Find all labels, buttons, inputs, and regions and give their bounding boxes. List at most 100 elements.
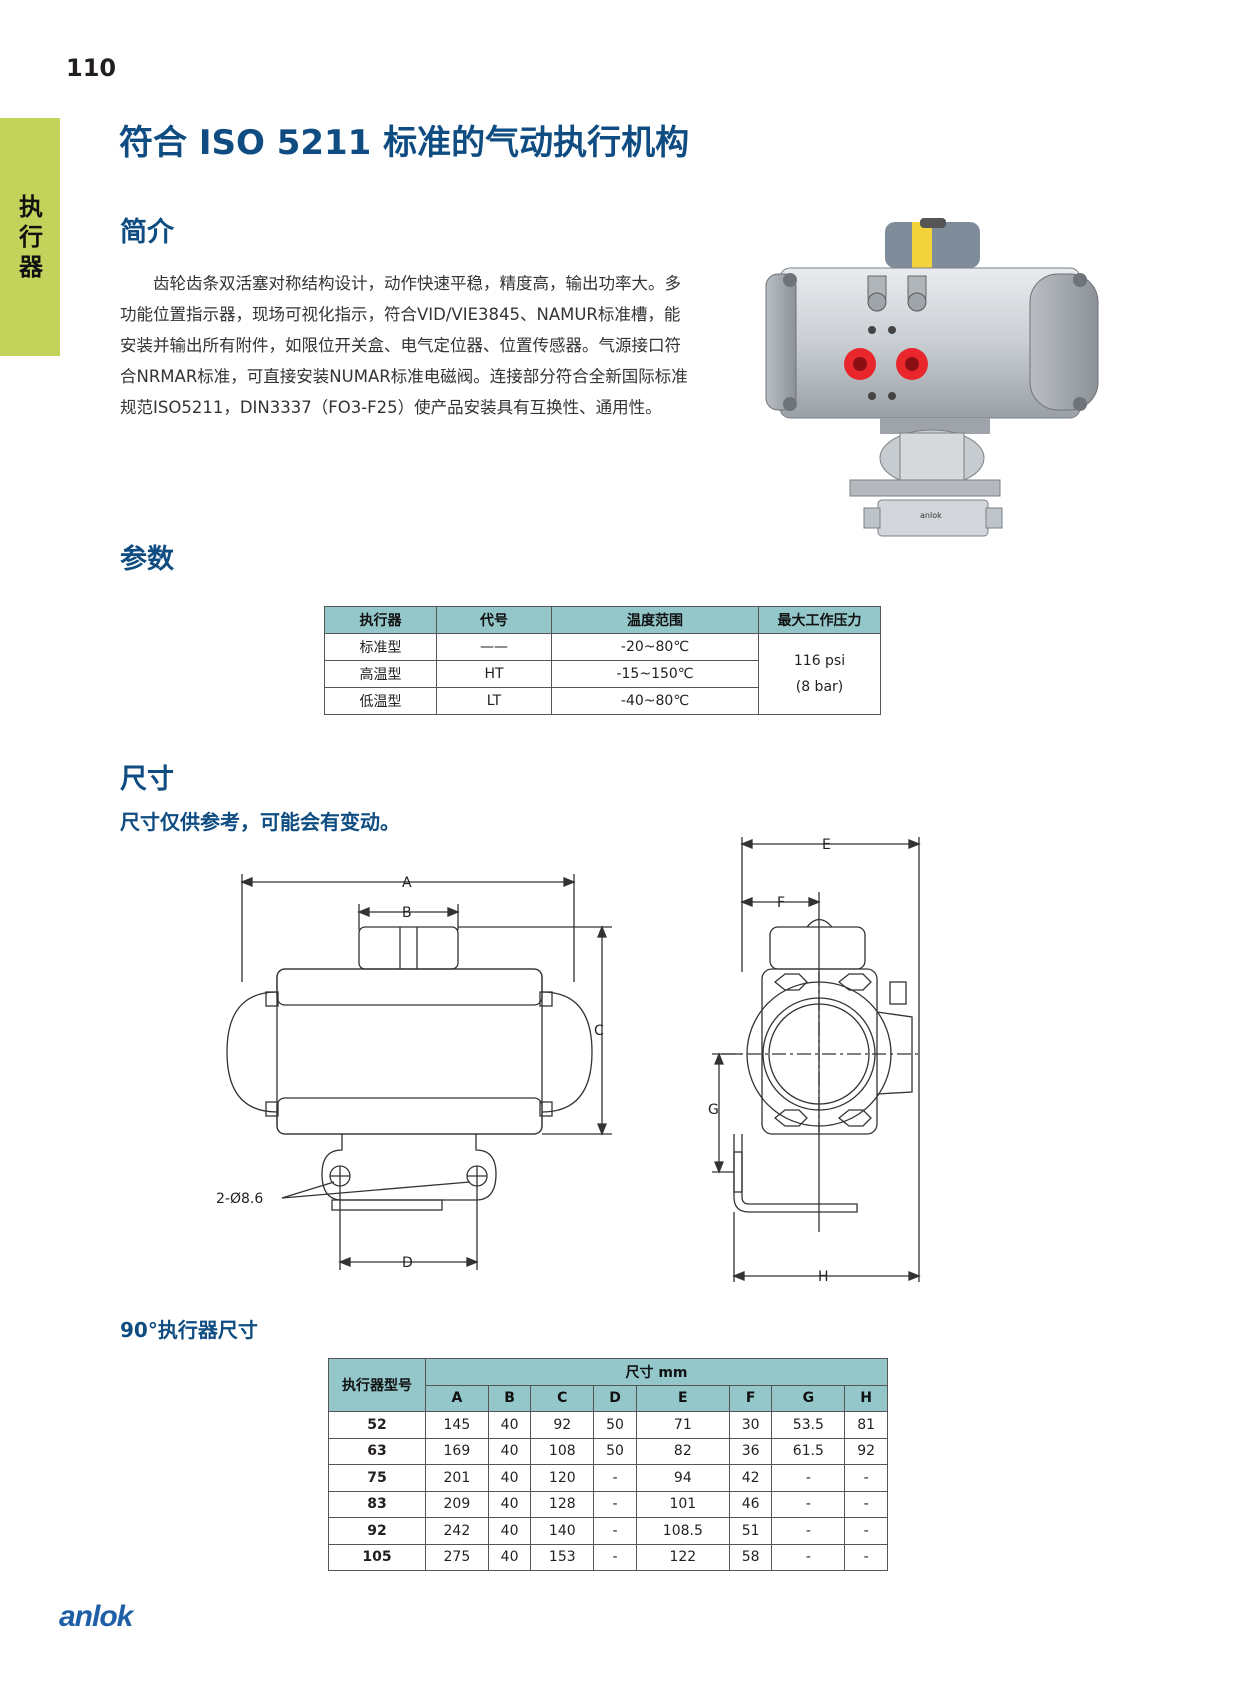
dimension-cell: 71 <box>635 1411 730 1439</box>
model-cell: 63 <box>328 1437 426 1465</box>
dim-label-d: D <box>402 1255 413 1271</box>
model-cell: 75 <box>328 1464 426 1492</box>
dimension-cell: 81 <box>844 1411 888 1439</box>
col-f: F <box>728 1384 773 1412</box>
model-cell: 83 <box>328 1490 426 1518</box>
params-cell: -20~80℃ <box>551 633 759 661</box>
dimension-cell: 46 <box>728 1490 773 1518</box>
valve-marking: anlok <box>920 511 942 520</box>
side-tab: 执行器 <box>0 118 60 356</box>
params-cell: —— <box>436 633 552 661</box>
intro-heading: 简介 <box>120 217 174 248</box>
dimension-cell: 108 <box>530 1437 595 1465</box>
params-cell: -15~150℃ <box>551 660 759 688</box>
dim-label-a: A <box>402 875 412 891</box>
params-cell: HT <box>436 660 552 688</box>
hole-label: 2-Ø8.6 <box>216 1191 263 1207</box>
dimension-cell: 53.5 <box>771 1411 846 1439</box>
model-cell: 92 <box>328 1517 426 1545</box>
dimension-cell: - <box>771 1490 846 1518</box>
dimension-cell: - <box>844 1517 888 1545</box>
dimension-cell: 30 <box>728 1411 773 1439</box>
dimension-cell: - <box>771 1543 846 1571</box>
col-h: H <box>844 1384 888 1412</box>
dimension-cell: 209 <box>425 1490 489 1518</box>
model-cell: 52 <box>328 1411 426 1439</box>
dim-label-h: H <box>818 1269 829 1285</box>
dim-label-e: E <box>822 837 831 853</box>
dim-label-f: F <box>777 895 785 911</box>
dim-label-g: G <box>708 1102 719 1118</box>
dimension-cell: - <box>593 1464 637 1492</box>
col-g: G <box>771 1384 846 1412</box>
params-cell: LT <box>436 687 552 715</box>
dimension-table-title: 90°执行器尺寸 <box>120 1318 258 1342</box>
pressure-bar: (8 bar) <box>795 679 844 695</box>
params-table: 执行器 代号 温度范围 最大工作压力 标准型 —— -20~80℃ 116 ps… <box>324 606 881 715</box>
pressure-psi: 116 psi <box>793 653 846 669</box>
dimension-cell: 40 <box>487 1411 532 1439</box>
table-row: 高温型 HT -15~150℃ <box>324 660 881 688</box>
dimension-cell: 42 <box>728 1464 773 1492</box>
params-col-pressure: 最大工作压力 <box>758 606 881 634</box>
intro-text: 齿轮齿条双活塞对称结构设计，动作快速平稳，精度高，输出功率大。多功能位置指示器，… <box>120 268 690 423</box>
dimension-cell: 94 <box>635 1464 730 1492</box>
dimension-cell: 92 <box>530 1411 595 1439</box>
params-heading: 参数 <box>120 544 174 575</box>
dimension-cell: 120 <box>530 1464 595 1492</box>
dimension-cell: 242 <box>425 1517 489 1545</box>
dimension-cell: 122 <box>635 1543 730 1571</box>
params-cell: 低温型 <box>324 687 437 715</box>
col-a: A <box>425 1384 489 1412</box>
size-header: 尺寸 mm <box>425 1358 888 1386</box>
dimension-cell: - <box>844 1464 888 1492</box>
brand-logo: anlok <box>59 1600 133 1633</box>
dimension-cell: 275 <box>425 1543 489 1571</box>
dimension-cell: 145 <box>425 1411 489 1439</box>
params-cell: 高温型 <box>324 660 437 688</box>
front-view: A B C 2-Ø8.6 D <box>216 874 612 1271</box>
col-e: E <box>635 1384 730 1412</box>
table-row: 标准型 —— -20~80℃ 116 psi (8 bar) <box>324 633 881 715</box>
dimension-cell: - <box>593 1543 637 1571</box>
dimension-cell: 92 <box>844 1437 888 1465</box>
params-col-actuator: 执行器 <box>324 606 437 634</box>
col-d: D <box>593 1384 637 1412</box>
params-header-row: 执行器 代号 温度范围 最大工作压力 <box>324 606 881 634</box>
dimensions-heading: 尺寸 <box>120 764 174 795</box>
col-b: B <box>487 1384 532 1412</box>
dimension-cell: 40 <box>487 1490 532 1518</box>
dimension-cell: - <box>593 1517 637 1545</box>
dim-label-c: C <box>594 1023 604 1039</box>
col-c: C <box>530 1384 595 1412</box>
params-col-code: 代号 <box>436 606 552 634</box>
dimension-cell: 36 <box>728 1437 773 1465</box>
dimension-cell: 153 <box>530 1543 595 1571</box>
dimension-cell: - <box>844 1543 888 1571</box>
dimension-cell: - <box>771 1517 846 1545</box>
dimension-cell: 169 <box>425 1437 489 1465</box>
dimension-cell: - <box>771 1464 846 1492</box>
model-cell: 105 <box>328 1543 426 1571</box>
table-row: 低温型 LT -40~80℃ <box>324 687 881 715</box>
dimension-cell: 51 <box>728 1517 773 1545</box>
params-pressure-cell: 116 psi (8 bar) <box>758 633 881 715</box>
dimension-cell: 201 <box>425 1464 489 1492</box>
dim-label-b: B <box>402 905 412 921</box>
dimension-header-row: 执行器型号 尺寸 mm <box>328 1358 888 1412</box>
dimension-cell: 108.5 <box>635 1517 730 1545</box>
dimension-cell: 50 <box>593 1437 637 1465</box>
dimension-cell: 40 <box>487 1437 532 1465</box>
params-cell: -40~80℃ <box>551 687 759 715</box>
dimension-cell: 61.5 <box>771 1437 846 1465</box>
dimension-cell: 101 <box>635 1490 730 1518</box>
dimension-cell: 128 <box>530 1490 595 1518</box>
